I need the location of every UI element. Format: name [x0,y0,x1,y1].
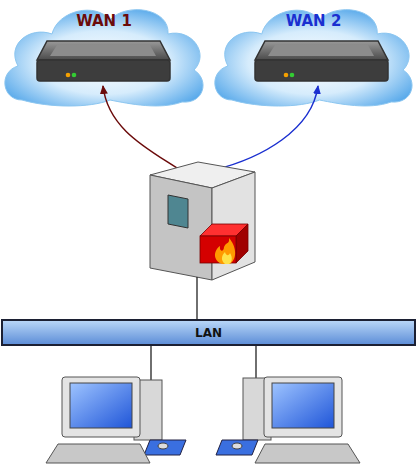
workstation-icon [216,377,360,463]
cloud-node: WAN 2 [210,0,417,110]
wan-label: WAN 2 [210,12,417,30]
tower-front [212,172,255,280]
mouse-pad [216,440,258,455]
cloud-node: WAN 1 [0,0,208,110]
brick-side [236,224,248,263]
lan-band: LAN [1,319,416,346]
wan-label: WAN 1 [0,12,208,30]
workstation-icon [46,377,186,463]
brick-front [200,236,236,263]
mouse [158,443,168,449]
screen [70,383,132,428]
pc-tower [134,380,162,440]
brick-top [200,224,248,236]
pc-tower [243,378,271,440]
keyboard [255,444,360,463]
lan-wire [196,277,197,320]
screen [272,383,334,428]
firewall-server [150,162,255,280]
flame [215,238,235,264]
keyboard [46,444,150,463]
drive-bay [168,195,188,228]
monitor [62,377,140,437]
mouse [232,443,242,449]
tower-side [150,175,212,280]
lan-label: LAN [3,326,414,340]
lan-wire [150,346,151,380]
flame [222,252,232,264]
monitor [264,377,342,437]
mouse-pad [144,440,186,455]
lan-wire [255,346,256,378]
tower-top [150,162,255,188]
